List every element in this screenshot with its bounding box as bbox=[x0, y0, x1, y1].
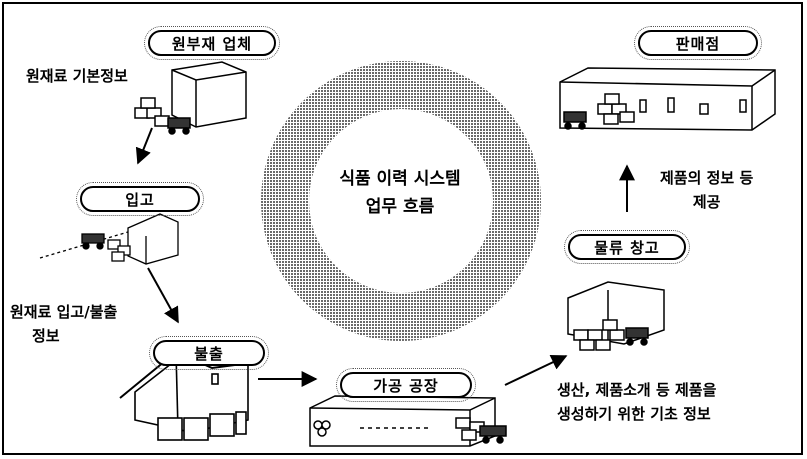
center-title: 식품 이력 시스템 업무 흐름 bbox=[300, 165, 500, 221]
node-retail: 판매점 bbox=[634, 26, 762, 60]
node-shipping: 불출 bbox=[149, 336, 269, 370]
note-retail-info: 제품의 정보 등 제공 bbox=[660, 166, 753, 214]
retail-illustration bbox=[559, 67, 776, 131]
arrow-receiving-to-shipping bbox=[147, 267, 179, 324]
note-retail-line2: 제공 bbox=[692, 193, 721, 211]
node-factory: 가공 공장 bbox=[336, 368, 476, 402]
note-product-line1: 생산, 제품소개 등 제품을 bbox=[557, 381, 717, 399]
note-inout-info: 원재료 입고/불출 정보 bbox=[10, 300, 117, 348]
note-product-line2: 생성하기 위한 기초 정보 bbox=[557, 405, 711, 423]
supplier-illustration bbox=[134, 61, 247, 135]
note-product-info: 생산, 제품소개 등 제품을 생성하기 위한 기초 정보 bbox=[557, 378, 716, 426]
node-receiving: 입고 bbox=[76, 182, 204, 216]
receiving-illustration bbox=[39, 213, 179, 265]
note-inout-line1: 원재료 입고/불출 bbox=[10, 303, 118, 321]
center-title-line1: 식품 이력 시스템 bbox=[339, 169, 461, 189]
center-title-line2: 업무 흐름 bbox=[365, 197, 435, 217]
node-supplier: 원부재 업체 bbox=[144, 26, 280, 60]
center-hole bbox=[309, 109, 493, 293]
arrow-supplier-to-receiving bbox=[135, 127, 153, 165]
note-inout-line2: 정보 bbox=[32, 327, 60, 345]
node-logistics: 물류 창고 bbox=[564, 230, 690, 264]
factory-illustration bbox=[309, 395, 507, 447]
note-retail-line1: 제품의 정보 등 bbox=[660, 169, 754, 187]
note-raw-material-info: 원재료 기본정보 bbox=[26, 67, 128, 85]
arrow-factory-to-logistics bbox=[504, 354, 568, 386]
diagram-frame bbox=[2, 2, 803, 455]
logistics-illustration bbox=[567, 281, 665, 351]
